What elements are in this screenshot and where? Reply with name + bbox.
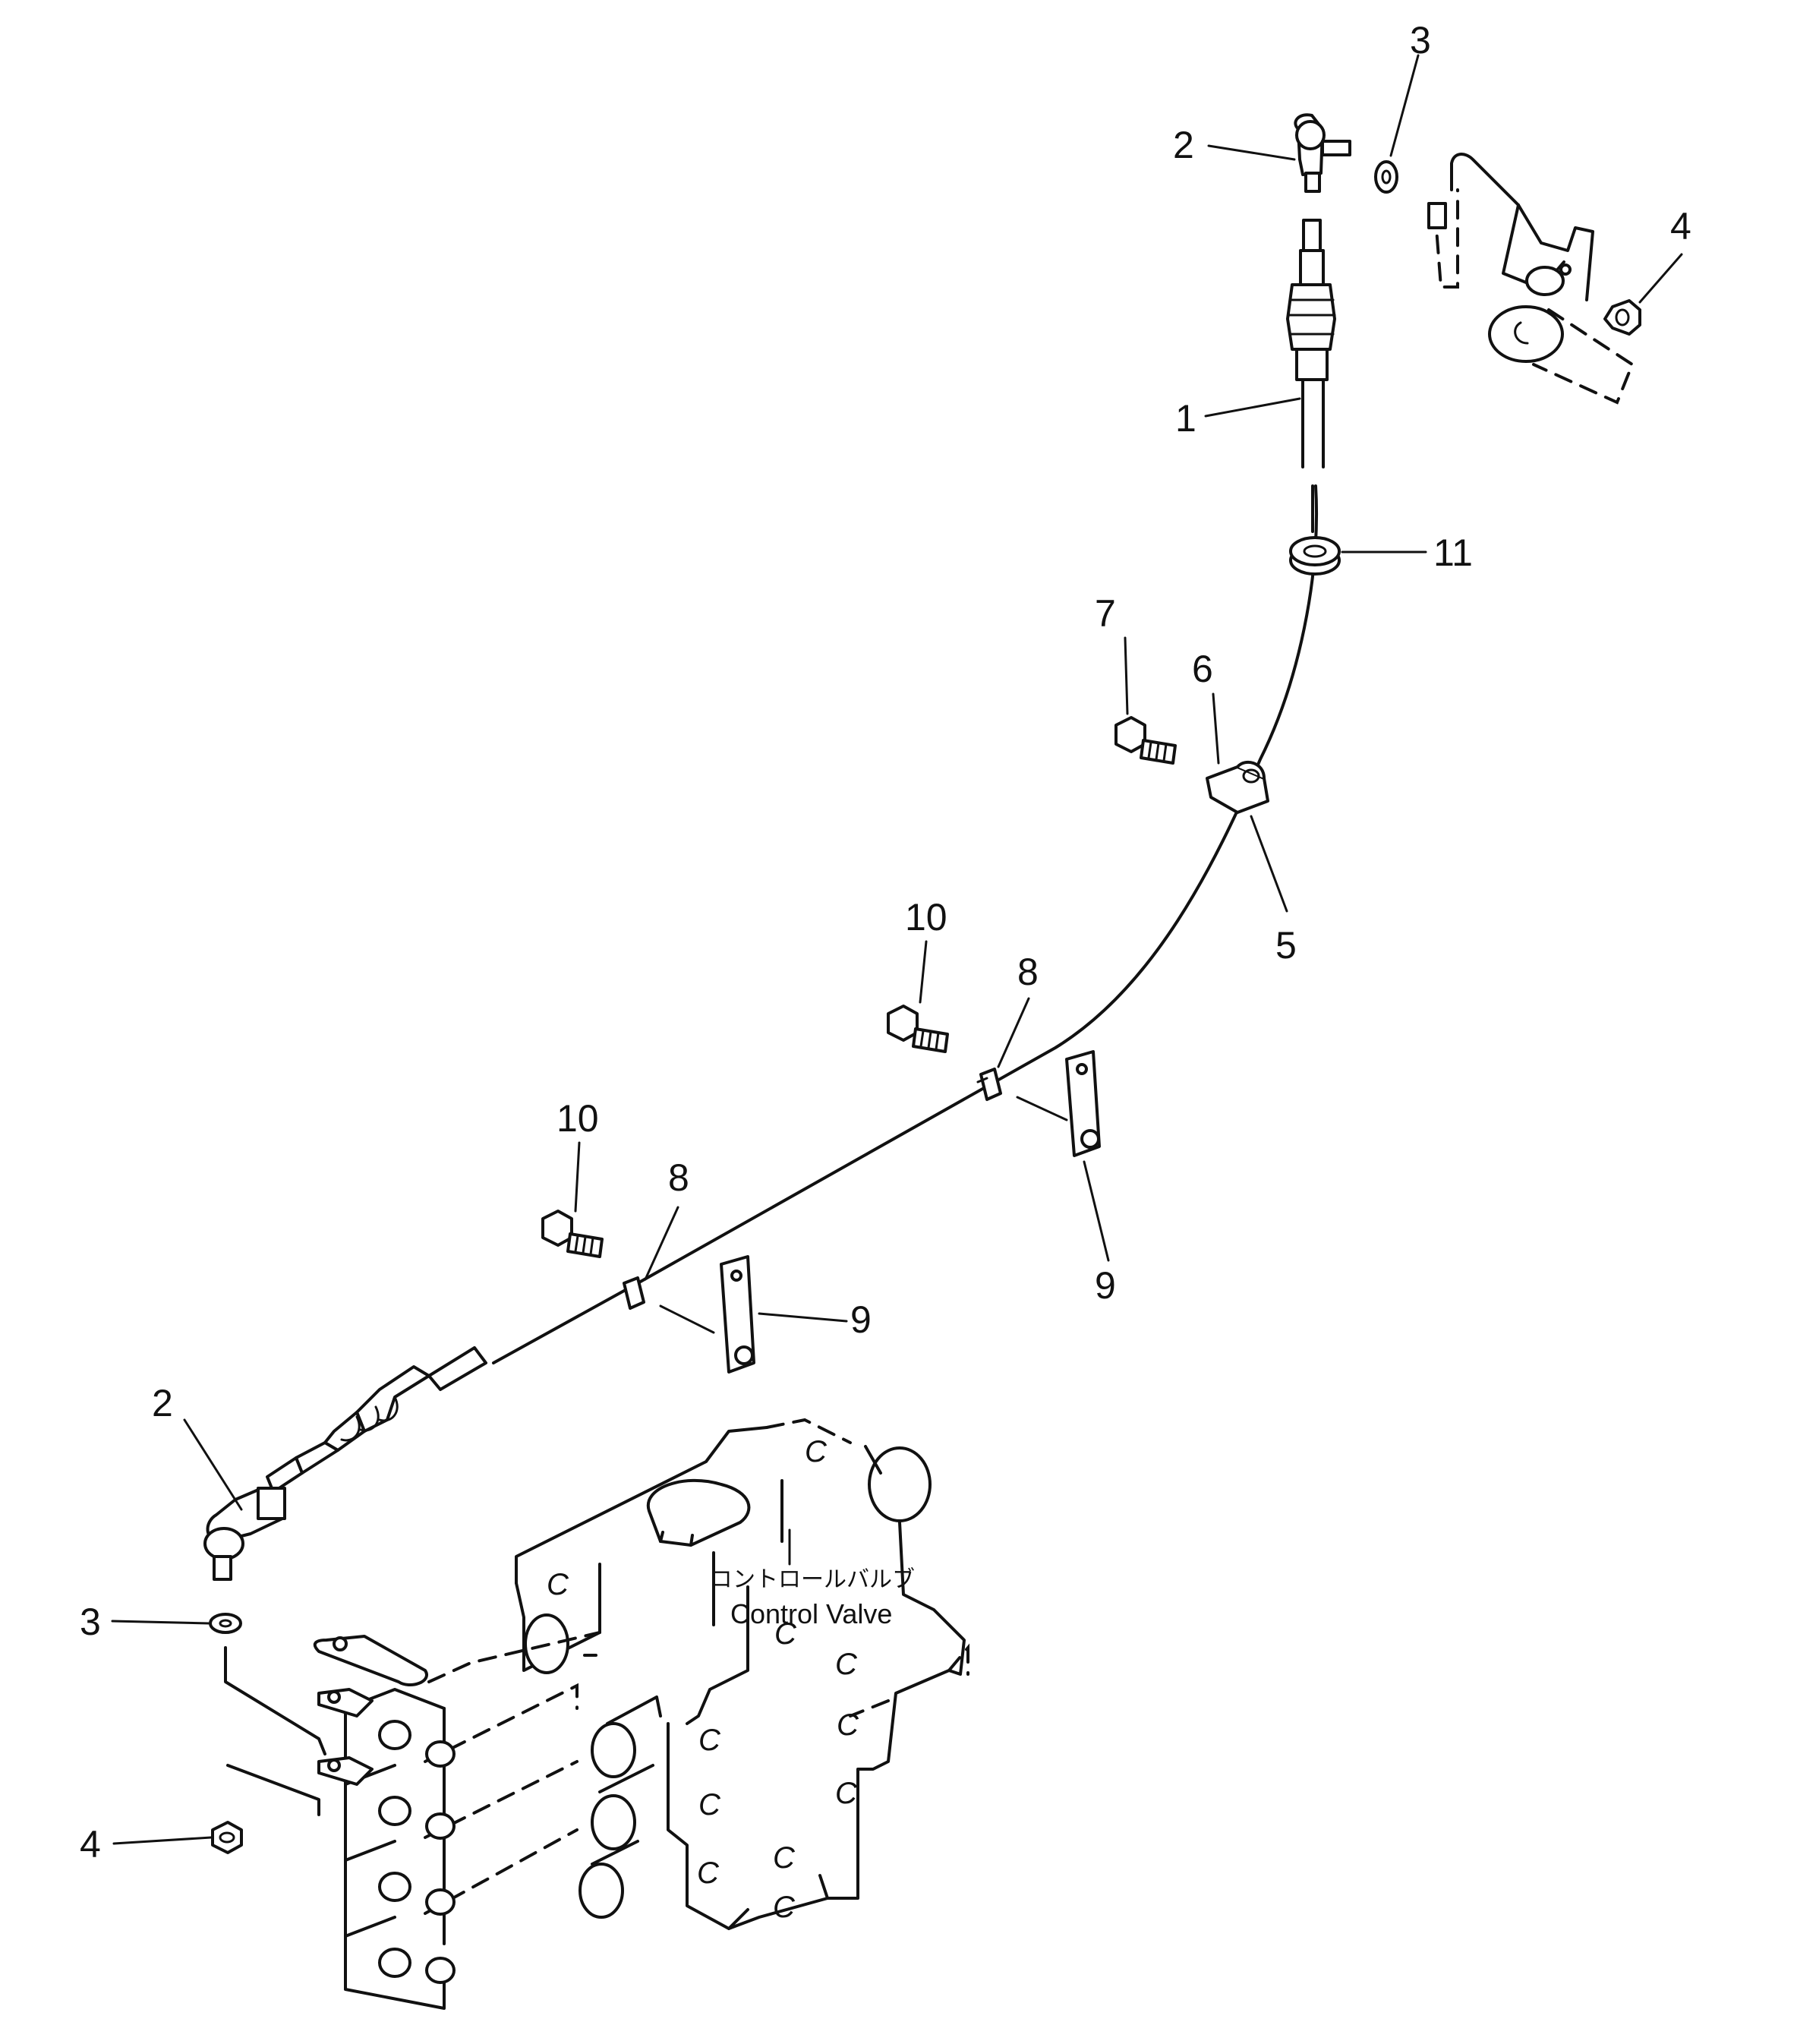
bolt-10-mid xyxy=(887,1005,949,1053)
nut-lower xyxy=(211,1821,243,1854)
valve-caption: コントロールバルブ Control Valve xyxy=(710,1528,915,1629)
callout-2-lower: 2 xyxy=(152,1382,173,1424)
callout-9-low: 9 xyxy=(850,1298,872,1341)
callout-10-low: 10 xyxy=(556,1097,599,1140)
cable-lower-end xyxy=(266,1346,487,1494)
callout-10-mid: 10 xyxy=(905,896,947,938)
callout-3-upper: 3 xyxy=(1410,19,1431,62)
nut-upper xyxy=(1603,299,1641,336)
grommet-11 xyxy=(1289,536,1341,576)
callout-numbers: 2 3 4 1 11 7 6 5 10 8 9 10 8 9 2 3 4 xyxy=(80,19,1691,1866)
washer-upper xyxy=(1374,160,1398,194)
washer-lower xyxy=(209,1613,242,1634)
control-valve-body xyxy=(313,1418,969,2010)
callout-7: 7 xyxy=(1095,592,1116,635)
callout-8-low: 8 xyxy=(668,1156,689,1199)
port-mark: C xyxy=(698,1788,721,1822)
valve-port-marks: C C C C C C C C C C C xyxy=(547,1435,859,1924)
clip-8-low xyxy=(623,1276,645,1310)
port-mark: C xyxy=(774,1617,797,1651)
bolt-10-low xyxy=(541,1210,604,1258)
caption-japanese: コントロールバルブ xyxy=(710,1566,915,1593)
ball-joint-upper xyxy=(1294,113,1351,193)
plate-9-low xyxy=(659,1255,755,1374)
clip-8-mid xyxy=(976,1068,1002,1101)
callout-5: 5 xyxy=(1275,924,1297,967)
callout-8-mid: 8 xyxy=(1017,951,1039,993)
port-mark: C xyxy=(837,1708,859,1742)
ball-joint-lower xyxy=(203,1487,286,1581)
caption-english: Control Valve xyxy=(730,1598,892,1629)
callout-1: 1 xyxy=(1175,397,1196,440)
clamp-5-6 xyxy=(1206,760,1269,814)
callout-11: 11 xyxy=(1433,532,1473,574)
control-cable xyxy=(492,378,1325,1364)
port-mark: C xyxy=(835,1648,858,1681)
port-mark: C xyxy=(805,1435,828,1468)
leader-lines xyxy=(111,54,1683,1845)
callout-4-lower: 4 xyxy=(80,1823,101,1866)
plate-9-right xyxy=(1016,1050,1101,1157)
callout-2-upper: 2 xyxy=(1173,124,1194,166)
callout-3-lower: 3 xyxy=(80,1601,101,1643)
callout-4-upper: 4 xyxy=(1670,205,1691,248)
callout-6: 6 xyxy=(1192,648,1213,690)
port-mark: C xyxy=(773,1891,796,1924)
lower-linkage xyxy=(224,1646,326,1816)
port-mark: C xyxy=(697,1856,720,1890)
port-mark: C xyxy=(698,1724,721,1757)
port-mark: C xyxy=(773,1841,796,1875)
lever-bracket-upper xyxy=(1427,153,1635,405)
callout-9-right: 9 xyxy=(1095,1264,1116,1307)
port-mark: C xyxy=(835,1777,858,1810)
cable-upper-end xyxy=(1286,219,1336,381)
bolt-7 xyxy=(1114,716,1177,765)
port-mark: C xyxy=(547,1568,569,1601)
